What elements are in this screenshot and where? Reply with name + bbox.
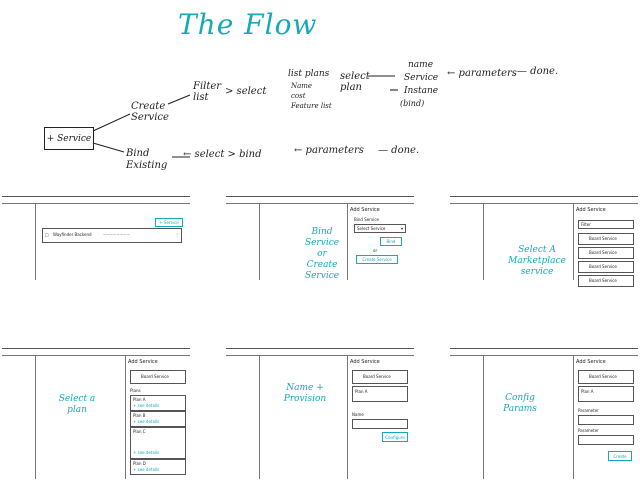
item-label: Board Service bbox=[363, 374, 391, 379]
service-row[interactable]: □ Wayfinder Backend ~~~~~~~~ ⋮ bbox=[42, 228, 182, 243]
done-label-1: — done. bbox=[517, 66, 559, 77]
chevron-down-icon: ▾ bbox=[400, 226, 403, 231]
parameter-input[interactable] bbox=[578, 435, 634, 445]
marketplace-item[interactable]: Board Service bbox=[578, 261, 634, 273]
parameters-label-1: ← parameters bbox=[447, 68, 517, 79]
done-label-2: — done. bbox=[378, 145, 420, 156]
select-plan-label: select plan bbox=[340, 71, 370, 93]
bind-existing-label: Bind Existing bbox=[126, 148, 168, 171]
wireframe-note: Config Params bbox=[503, 393, 537, 414]
configure-button[interactable]: Configure bbox=[382, 432, 408, 442]
create-service-label: Create Service bbox=[131, 101, 169, 123]
panel-title: Add Service bbox=[350, 359, 380, 365]
panel-title: Add Service bbox=[128, 359, 158, 365]
wireframe-name-provision: Name + Provision Add Service Board Servi… bbox=[226, 348, 414, 479]
bind-section-label: Bind Service bbox=[354, 217, 379, 222]
plans-label: Plans bbox=[130, 388, 141, 393]
plan-name: Plan A bbox=[133, 397, 146, 402]
plan-card[interactable]: Plan C + see details bbox=[130, 427, 186, 459]
plan-details-link[interactable]: + see details bbox=[133, 467, 160, 472]
plan-details-link[interactable]: + see details bbox=[133, 419, 160, 424]
marketplace-item[interactable]: Board Service bbox=[578, 247, 634, 259]
plan-name: Plan D bbox=[133, 461, 146, 466]
wireframe-marketplace: Select A Marketplace service Add Service… bbox=[450, 196, 638, 287]
wireframe-note: Bind Service or Create Service bbox=[304, 227, 340, 281]
plan-name: Plan A bbox=[581, 389, 594, 394]
select-bind-label: ← select > bind bbox=[183, 149, 262, 160]
field-instance: Instane bbox=[404, 86, 439, 96]
selected-service: Board Service bbox=[578, 370, 634, 384]
wireframe-list: + Service □ Wayfinder Backend ~~~~~~~~ ⋮ bbox=[2, 196, 190, 280]
panel-title: Add Service bbox=[576, 359, 606, 365]
field-bind: (bind) bbox=[400, 99, 425, 108]
selected-plan: Plan A bbox=[352, 386, 408, 402]
wireframe-bind-or-create: Bind Service or Create Service Add Servi… bbox=[226, 196, 414, 281]
parameter-input[interactable] bbox=[578, 415, 634, 425]
plan-details-link[interactable]: + see details bbox=[133, 403, 160, 408]
parameter-label: Parameter bbox=[578, 408, 599, 413]
select-label-1: > select bbox=[225, 86, 267, 97]
marketplace-item[interactable]: Board Service bbox=[578, 275, 634, 287]
create-service-button[interactable]: Create Service bbox=[356, 255, 398, 264]
filter-input[interactable]: Filter bbox=[578, 220, 634, 229]
field-name: name bbox=[408, 60, 434, 70]
wireframe-note: Name + Provision bbox=[283, 383, 327, 404]
filter-label: Filter bbox=[581, 222, 591, 227]
wireframe-note: Select A Marketplace service bbox=[508, 245, 566, 277]
selected-service: Board Service bbox=[352, 370, 408, 384]
parameters-label-2: ← parameters bbox=[294, 145, 364, 156]
list-plans-item-2: cost bbox=[291, 92, 306, 100]
or-label: or bbox=[373, 248, 378, 253]
plan-card[interactable]: Plan B+ see details bbox=[130, 411, 186, 427]
filter-list-label: Filter list bbox=[193, 81, 222, 103]
select-service-dropdown[interactable]: Select Service ▾ bbox=[354, 224, 406, 233]
bind-button[interactable]: Bind bbox=[380, 237, 402, 246]
plan-name: Plan C bbox=[133, 429, 146, 434]
row-icon: □ bbox=[45, 232, 49, 237]
item-label: Board Service bbox=[589, 236, 617, 241]
dropdown-value: Select Service bbox=[357, 226, 386, 231]
list-plans-item-3: Feature list bbox=[291, 102, 332, 110]
name-field-label: Name bbox=[352, 412, 364, 417]
plan-card[interactable]: Plan A+ see details bbox=[130, 395, 186, 411]
wireframe-config-params: Config Params Add Service Board Service … bbox=[450, 348, 638, 479]
add-service-button[interactable]: + Service bbox=[155, 218, 183, 227]
panel-title: Add Service bbox=[350, 207, 380, 213]
wireframe-note: Select a plan bbox=[58, 394, 96, 415]
create-button[interactable]: Create bbox=[608, 451, 632, 461]
item-label: Board Service bbox=[589, 374, 617, 379]
item-label: Board Service bbox=[589, 264, 617, 269]
marketplace-item[interactable]: Board Service bbox=[578, 233, 634, 245]
panel-title: Add Service bbox=[576, 207, 606, 213]
kebab-icon[interactable]: ⋮ bbox=[175, 232, 179, 237]
plan-card[interactable]: Plan D+ see details bbox=[130, 459, 186, 475]
field-service: Service bbox=[404, 73, 439, 83]
selected-service: Board Service bbox=[130, 370, 186, 384]
plan-details-link[interactable]: + see details bbox=[133, 450, 160, 455]
item-label: Board Service bbox=[141, 374, 169, 379]
selected-plan: Plan A bbox=[578, 386, 634, 402]
list-plans-label: list plans bbox=[288, 69, 330, 79]
plan-name: Plan A bbox=[355, 389, 368, 394]
start-service-box: + Service bbox=[44, 127, 94, 150]
plan-name: Plan B bbox=[133, 413, 146, 418]
list-plans-item-1: Name bbox=[291, 82, 313, 90]
parameter-label: Parameter bbox=[578, 428, 599, 433]
name-input[interactable] bbox=[352, 419, 408, 429]
wireframe-plans: Select a plan Add Service Board Service … bbox=[2, 348, 190, 479]
flow-connectors bbox=[92, 75, 398, 158]
row-title: Wayfinder Backend bbox=[53, 232, 92, 237]
item-label: Board Service bbox=[589, 278, 617, 283]
row-meta: ~~~~~~~~ bbox=[103, 232, 130, 237]
page-title: The Flow bbox=[178, 8, 318, 41]
item-label: Board Service bbox=[589, 250, 617, 255]
